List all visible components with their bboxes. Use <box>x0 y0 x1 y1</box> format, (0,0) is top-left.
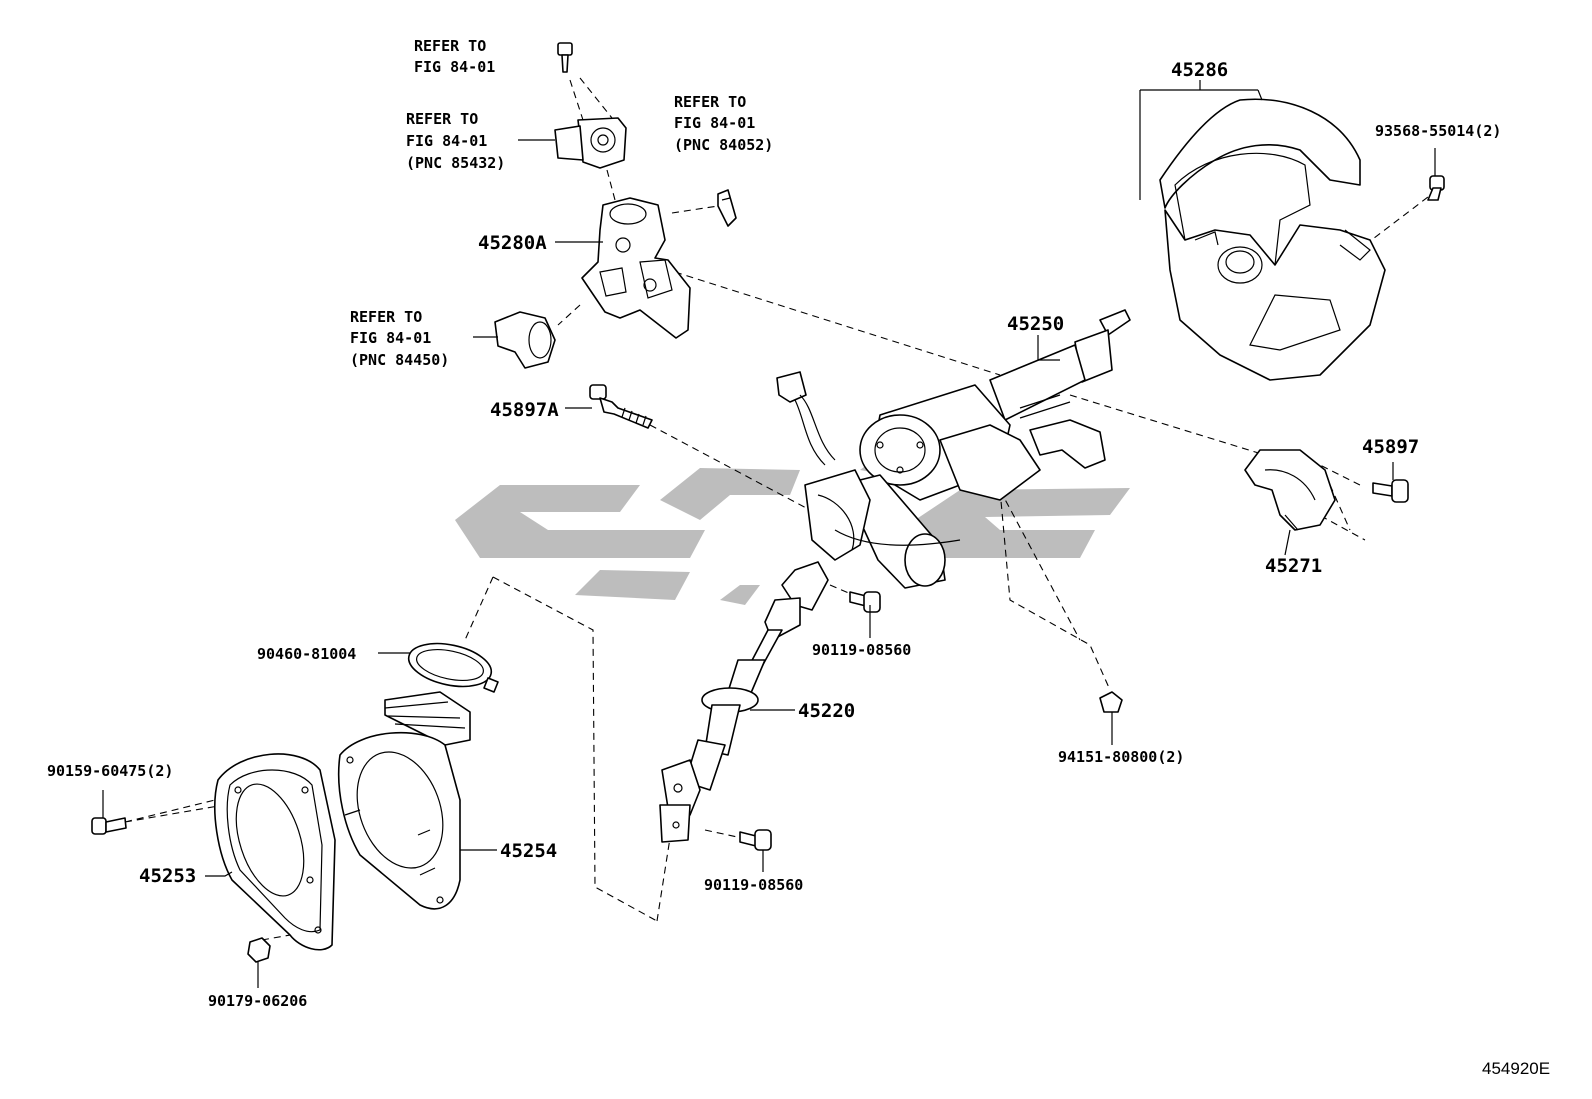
refer-85432-line1: REFER TO <box>406 110 478 128</box>
label-90119-lower: 90119-08560 <box>704 876 803 894</box>
assembly-dashed-lines <box>124 77 1429 941</box>
label-45254: 45254 <box>500 840 557 862</box>
intermediate-shaft-icon <box>659 561 829 843</box>
label-45271: 45271 <box>1265 555 1322 577</box>
bolt-top-icon <box>557 42 573 73</box>
plate-45253-icon <box>214 753 336 951</box>
warning-switch-icon <box>494 311 556 369</box>
clamp-ring-icon <box>407 642 499 693</box>
label-93568: 93568-55014(2) <box>1375 122 1501 140</box>
bolt-90119-upper-icon <box>849 591 881 613</box>
label-45220: 45220 <box>798 700 855 722</box>
bolt-90159-icon <box>91 817 127 835</box>
label-45253: 45253 <box>139 865 196 887</box>
switch-clip-icon <box>717 189 737 227</box>
refer-85432-line2: FIG 84-01 <box>406 132 487 150</box>
bolt-45897A-icon <box>589 384 653 429</box>
steering-column-icon <box>776 309 1131 589</box>
refer-85432-line3: (PNC 85432) <box>406 154 505 172</box>
screw-93568-icon <box>1427 175 1445 201</box>
refer-84450-line1: REFER TO <box>350 308 422 326</box>
column-cover-icon <box>1159 98 1386 381</box>
refer-84052-line1: REFER TO <box>674 93 746 111</box>
part-labels: REFER TO FIG 84-01 REFER TO FIG 84-01 (P… <box>47 37 1550 1078</box>
label-90119-upper: 90119-08560 <box>812 641 911 659</box>
label-45286: 45286 <box>1171 59 1228 81</box>
key-cylinder-icon <box>554 117 627 169</box>
ignition-housing-icon <box>581 197 691 339</box>
bracket-45271-icon <box>1244 449 1336 531</box>
bolt-90119-lower-icon <box>739 829 772 851</box>
label-94151: 94151-80800(2) <box>1058 748 1184 766</box>
refer-84450-line3: (PNC 84450) <box>350 351 449 369</box>
column-boot-icon <box>384 691 471 746</box>
cover-45254-icon <box>337 731 461 910</box>
label-45897: 45897 <box>1362 436 1419 458</box>
refer-top-line2: FIG 84-01 <box>414 58 495 76</box>
leader-lines <box>102 80 1436 988</box>
label-90460: 90460-81004 <box>257 645 356 663</box>
clip-94151-icon <box>1099 691 1123 713</box>
label-45250: 45250 <box>1007 313 1064 335</box>
label-90179: 90179-06206 <box>208 992 307 1010</box>
label-45897A: 45897A <box>490 399 559 421</box>
refer-84052-line3: (PNC 84052) <box>674 136 773 154</box>
bolt-45897-icon <box>1372 479 1409 503</box>
refer-top-line1: REFER TO <box>414 37 486 55</box>
refer-84052-line2: FIG 84-01 <box>674 114 755 132</box>
label-45280A: 45280A <box>478 232 547 254</box>
refer-84450-line2: FIG 84-01 <box>350 329 431 347</box>
nut-90179-icon <box>247 937 271 963</box>
label-90159: 90159-60475(2) <box>47 762 173 780</box>
figure-id: 454920E <box>1482 1059 1550 1078</box>
